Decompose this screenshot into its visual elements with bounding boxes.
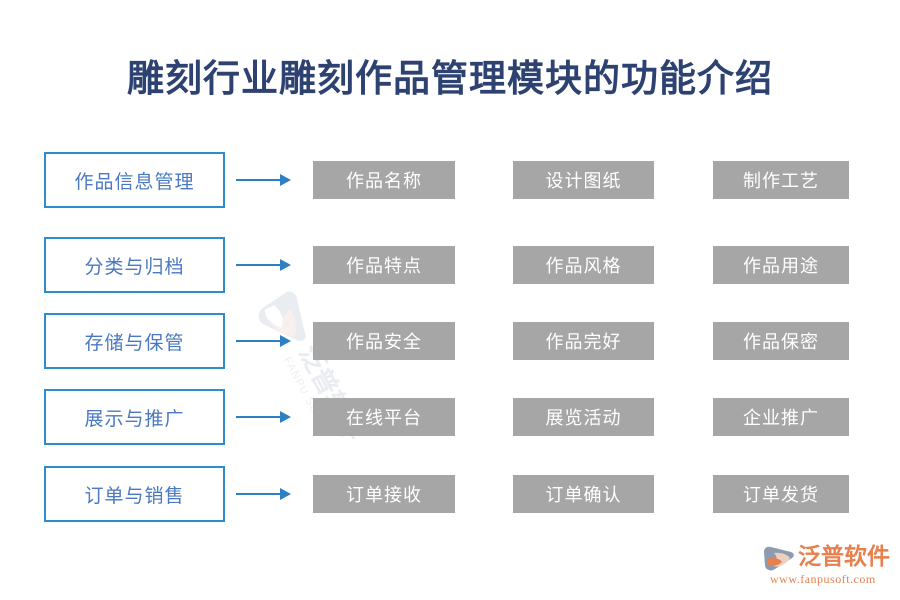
flow-row: 分类与归档 作品特点 作品风格 作品用途 xyxy=(0,237,900,313)
arrow-shaft xyxy=(236,493,282,495)
feature-chip[interactable]: 作品名称 xyxy=(313,161,455,199)
feature-chip[interactable]: 企业推广 xyxy=(713,398,849,436)
feature-chip[interactable]: 作品用途 xyxy=(713,246,849,284)
feature-chip[interactable]: 作品保密 xyxy=(713,322,849,360)
feature-chip[interactable]: 在线平台 xyxy=(313,398,455,436)
flow-row: 订单与销售 订单接收 订单确认 订单发货 xyxy=(0,466,900,542)
stage-box[interactable]: 存储与保管 xyxy=(44,313,225,369)
feature-chip[interactable]: 作品完好 xyxy=(513,322,654,360)
feature-chip[interactable]: 作品安全 xyxy=(313,322,455,360)
arrow-head xyxy=(280,411,291,423)
feature-chip[interactable]: 设计图纸 xyxy=(513,161,654,199)
arrow-right-icon xyxy=(236,259,292,271)
feature-chip[interactable]: 作品特点 xyxy=(313,246,455,284)
arrow-shaft xyxy=(236,179,282,181)
feature-chip[interactable]: 制作工艺 xyxy=(713,161,849,199)
feature-chip[interactable]: 作品风格 xyxy=(513,246,654,284)
fanpu-logo-icon xyxy=(764,546,794,571)
feature-chip[interactable]: 订单发货 xyxy=(713,475,849,513)
arrow-right-icon xyxy=(236,335,292,347)
arrow-shaft xyxy=(236,340,282,342)
page-title: 雕刻行业雕刻作品管理模块的功能介绍 xyxy=(127,58,773,99)
arrow-right-icon xyxy=(236,174,292,186)
brand-url: www.fanpusoft.com xyxy=(770,572,876,586)
arrow-shaft xyxy=(236,264,282,266)
arrow-head xyxy=(280,488,291,500)
arrow-head xyxy=(280,259,291,271)
feature-chip[interactable]: 订单确认 xyxy=(513,475,654,513)
stage-box[interactable]: 作品信息管理 xyxy=(44,152,225,208)
feature-chip[interactable]: 展览活动 xyxy=(513,398,654,436)
feature-chip[interactable]: 订单接收 xyxy=(313,475,455,513)
stage-box[interactable]: 分类与归档 xyxy=(44,237,225,293)
arrow-head xyxy=(280,335,291,347)
brand-logo: 泛普软件 www.fanpusoft.com xyxy=(762,543,892,593)
arrow-right-icon xyxy=(236,488,292,500)
brand-name: 泛普软件 xyxy=(798,543,890,569)
arrow-shaft xyxy=(236,416,282,418)
arrow-right-icon xyxy=(236,411,292,423)
flow-row: 作品信息管理 作品名称 设计图纸 制作工艺 xyxy=(0,152,900,228)
arrow-head xyxy=(280,174,291,186)
stage-box[interactable]: 订单与销售 xyxy=(44,466,225,522)
flow-row: 存储与保管 作品安全 作品完好 作品保密 xyxy=(0,313,900,389)
stage-box[interactable]: 展示与推广 xyxy=(44,389,225,445)
flow-row: 展示与推广 在线平台 展览活动 企业推广 xyxy=(0,389,900,465)
